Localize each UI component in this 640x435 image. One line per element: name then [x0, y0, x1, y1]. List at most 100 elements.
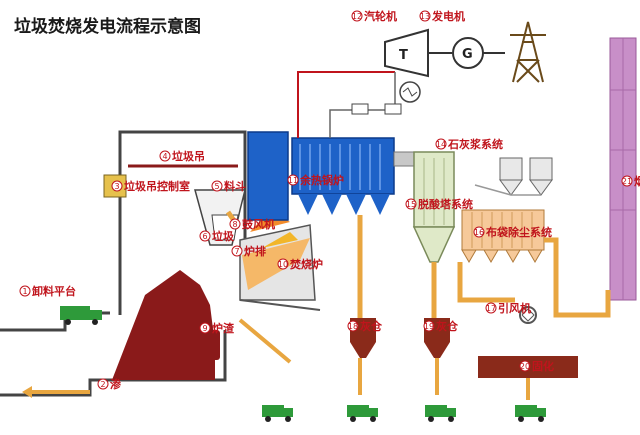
label-text: 炉排: [244, 244, 266, 258]
label-number: 14: [436, 140, 446, 149]
label-number-badge: [473, 226, 485, 238]
gas-pipes: [225, 210, 611, 318]
label-number: 12: [352, 12, 362, 21]
diagram-title: 垃圾焚烧发电流程示意图: [14, 16, 201, 37]
label-number-badge: [405, 198, 417, 210]
chimney: [609, 37, 637, 301]
label-9: 9 炉渣: [199, 321, 235, 335]
label-text: 布袋除尘系统: [486, 225, 552, 239]
unloading-truck-icon: [60, 306, 102, 325]
turbine-icon: [384, 28, 429, 78]
label-number-badge: [111, 180, 123, 192]
label-text: 发电机: [431, 9, 465, 23]
label-number: 2: [100, 380, 105, 389]
turbine-symbol: T: [399, 48, 408, 63]
label-text: 灰仓: [436, 319, 459, 333]
label-number-badge: [19, 285, 31, 297]
ash-silo-right: [424, 318, 450, 358]
waste-pile: [112, 270, 215, 380]
label-text: 料斗: [224, 179, 246, 193]
label-number: 8: [232, 220, 237, 229]
label-number: 1: [22, 287, 27, 296]
label-number: 19: [424, 322, 434, 331]
label-number-badge: [277, 258, 289, 270]
label-7: 7 炉排: [231, 244, 266, 258]
label-number: 16: [474, 228, 484, 237]
label-number-badge: [211, 180, 223, 192]
label-number-badge: [347, 320, 359, 332]
label-number: 7: [234, 247, 239, 256]
deacidification-tower: [412, 151, 456, 263]
induced-draft-fan-icon: [519, 306, 537, 324]
label-text: 灰仓: [360, 319, 383, 333]
label-text: 炉渣: [212, 321, 235, 335]
label-3: 3 垃圾吊控制室: [111, 179, 190, 193]
bunker-building: [0, 130, 247, 397]
label-number: 4: [162, 152, 167, 161]
label-number: 18: [348, 322, 358, 331]
slag-path: [30, 318, 530, 400]
label-text: 余热锅炉: [299, 173, 344, 187]
label-text: 汽轮机: [364, 9, 397, 23]
steam-system: T G: [297, 21, 546, 138]
label-number-badge: [423, 320, 435, 332]
truck-1-icon: [262, 405, 293, 422]
generator-symbol: G: [462, 47, 473, 62]
lime-slurry-system: [474, 157, 553, 196]
label-number-badge: [97, 378, 109, 390]
leachate-tank: [190, 330, 220, 360]
label-text: 垃圾吊: [172, 149, 205, 163]
truck-3-icon: [425, 405, 456, 422]
leachate-arrow-icon: [22, 386, 32, 398]
label-text: 焚烧炉: [289, 257, 323, 271]
label-1: 1 卸料平台: [19, 284, 76, 298]
label-text: 垃圾: [212, 229, 235, 243]
label-number: 3: [114, 182, 119, 191]
label-number-badge: [519, 360, 531, 372]
waste-heat-boiler: [247, 131, 395, 221]
label-text: 鼓风机: [242, 217, 275, 231]
label-number-badge: [435, 138, 447, 150]
transmission-tower-icon: [510, 21, 546, 83]
label-number: 9: [202, 324, 207, 333]
label-text: 卸料平台: [32, 284, 76, 298]
label-number: 6: [202, 232, 207, 241]
label-text: 石灰浆系统: [447, 137, 503, 151]
truck-4-icon: [515, 405, 546, 422]
label-number-badge: [287, 174, 299, 186]
label-number-badge: [351, 10, 363, 22]
label-number-badge: [159, 150, 171, 162]
label-number-badge: [199, 230, 211, 242]
label-number: 15: [406, 200, 416, 209]
label-number-badge: [199, 322, 211, 334]
label-number: 10: [278, 260, 288, 269]
incinerator: [239, 210, 321, 311]
label-text: 烟囱: [634, 174, 640, 188]
label-text: 垃圾吊控制室: [124, 179, 190, 193]
label-6: 6 垃圾: [199, 229, 235, 243]
label-number: 17: [486, 304, 496, 313]
label-number: 13: [420, 12, 430, 21]
label-number: 11: [288, 176, 298, 185]
label-text: 固化: [532, 359, 554, 373]
label-number: 20: [520, 362, 530, 371]
label-number-badge: [419, 10, 431, 22]
label-number: 5: [214, 182, 219, 191]
label-number-badge: [621, 175, 633, 187]
label-text: 引风机: [498, 301, 531, 315]
label-number-badge: [231, 245, 243, 257]
